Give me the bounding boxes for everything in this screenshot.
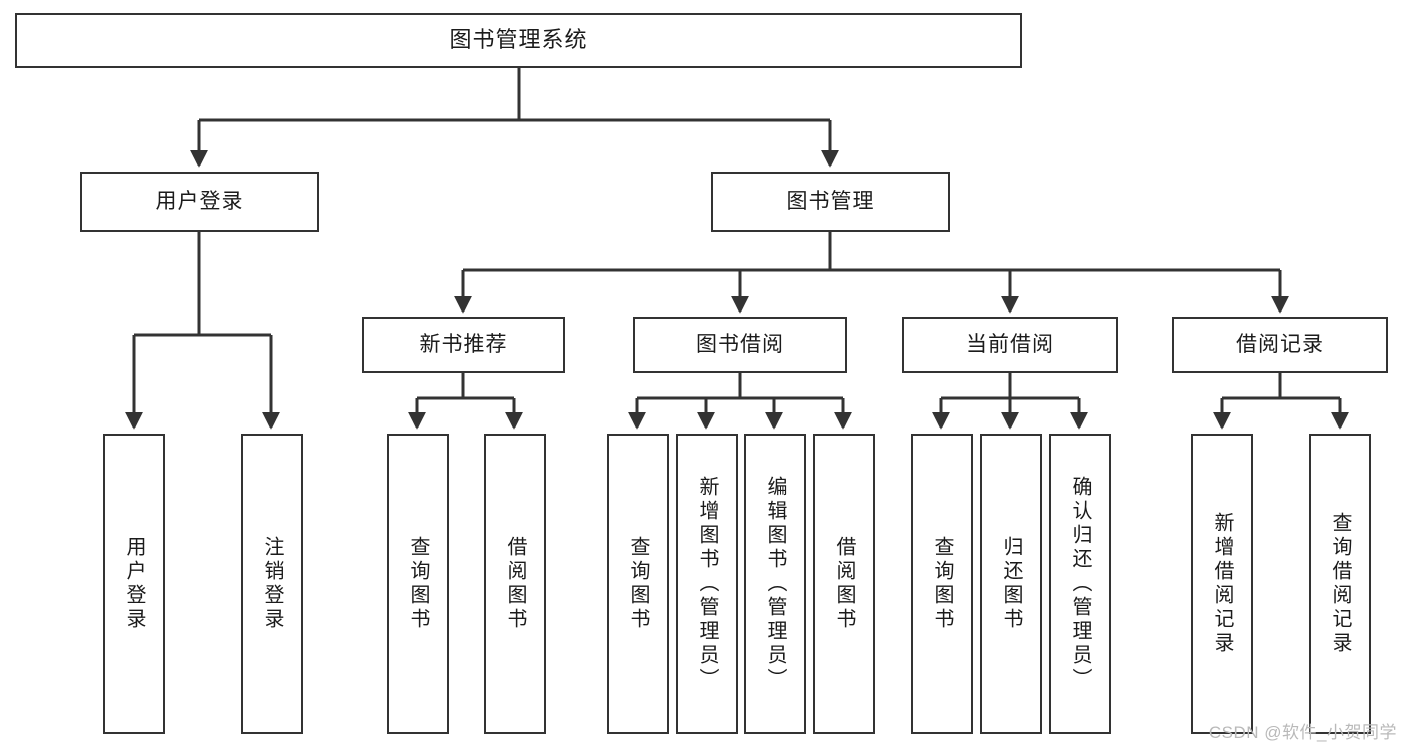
leaf-borrow-book[interactable]: 借阅图书 bbox=[813, 434, 875, 734]
borrow-records-to-leaves-connectors bbox=[1213, 373, 1349, 430]
leaf-query-book-borrow[interactable]: 查询图书 bbox=[607, 434, 669, 734]
node-label: 编辑图书（管理员） bbox=[764, 476, 786, 692]
leaf-borrow-book-recommend[interactable]: 借阅图书 bbox=[484, 434, 546, 734]
node-label: 借阅图书 bbox=[833, 536, 855, 632]
node-label: 查询借阅记录 bbox=[1329, 512, 1351, 656]
leaf-add-book-admin[interactable]: 新增图书（管理员） bbox=[676, 434, 738, 734]
node-label: 归还图书 bbox=[1000, 536, 1022, 632]
node-label: 用户登录 bbox=[155, 190, 244, 214]
new-book-to-leaves-connectors bbox=[408, 373, 523, 430]
node-borrow-records[interactable]: 借阅记录 bbox=[1172, 317, 1388, 373]
node-current-borrow[interactable]: 当前借阅 bbox=[902, 317, 1118, 373]
node-label: 查询图书 bbox=[407, 536, 429, 632]
node-label: 新增图书（管理员） bbox=[696, 476, 718, 692]
node-book-borrow[interactable]: 图书借阅 bbox=[633, 317, 847, 373]
node-label: 当前借阅 bbox=[966, 333, 1054, 357]
node-label: 借阅记录 bbox=[1236, 333, 1324, 357]
node-label: 图书借阅 bbox=[696, 333, 784, 357]
node-label: 图书管理 bbox=[786, 190, 875, 214]
leaf-logout[interactable]: 注销登录 bbox=[241, 434, 303, 734]
root-to-level1-connectors bbox=[190, 68, 839, 168]
node-label: 注销登录 bbox=[261, 536, 283, 632]
node-label: 借阅图书 bbox=[504, 536, 526, 632]
leaf-edit-book-admin[interactable]: 编辑图书（管理员） bbox=[744, 434, 806, 734]
node-root-book-management-system[interactable]: 图书管理系统 bbox=[15, 13, 1022, 68]
node-new-book-recommend[interactable]: 新书推荐 bbox=[362, 317, 565, 373]
node-label: 查询图书 bbox=[931, 536, 953, 632]
node-user-login[interactable]: 用户登录 bbox=[80, 172, 319, 232]
user-login-to-leaves-connectors bbox=[125, 232, 280, 430]
node-label: 新增借阅记录 bbox=[1211, 512, 1233, 656]
node-label: 确认归还（管理员） bbox=[1069, 476, 1091, 692]
leaf-return-book[interactable]: 归还图书 bbox=[980, 434, 1042, 734]
node-book-management[interactable]: 图书管理 bbox=[711, 172, 950, 232]
node-label: 查询图书 bbox=[627, 536, 649, 632]
node-label: 用户登录 bbox=[123, 536, 145, 632]
book-borrow-to-leaves-connectors bbox=[628, 373, 852, 430]
node-label: 新书推荐 bbox=[419, 333, 508, 357]
leaf-query-borrow-record[interactable]: 查询借阅记录 bbox=[1309, 434, 1371, 734]
book-manage-to-level2-connectors bbox=[454, 232, 1289, 314]
leaf-user-login[interactable]: 用户登录 bbox=[103, 434, 165, 734]
current-borrow-to-leaves-connectors bbox=[932, 373, 1088, 430]
csdn-watermark: CSDN @软件_小贺同学 bbox=[1208, 723, 1397, 742]
leaf-confirm-return-admin[interactable]: 确认归还（管理员） bbox=[1049, 434, 1111, 734]
leaf-query-book-current[interactable]: 查询图书 bbox=[911, 434, 973, 734]
leaf-add-borrow-record[interactable]: 新增借阅记录 bbox=[1191, 434, 1253, 734]
leaf-query-book-recommend[interactable]: 查询图书 bbox=[387, 434, 449, 734]
node-label: 图书管理系统 bbox=[449, 27, 588, 53]
